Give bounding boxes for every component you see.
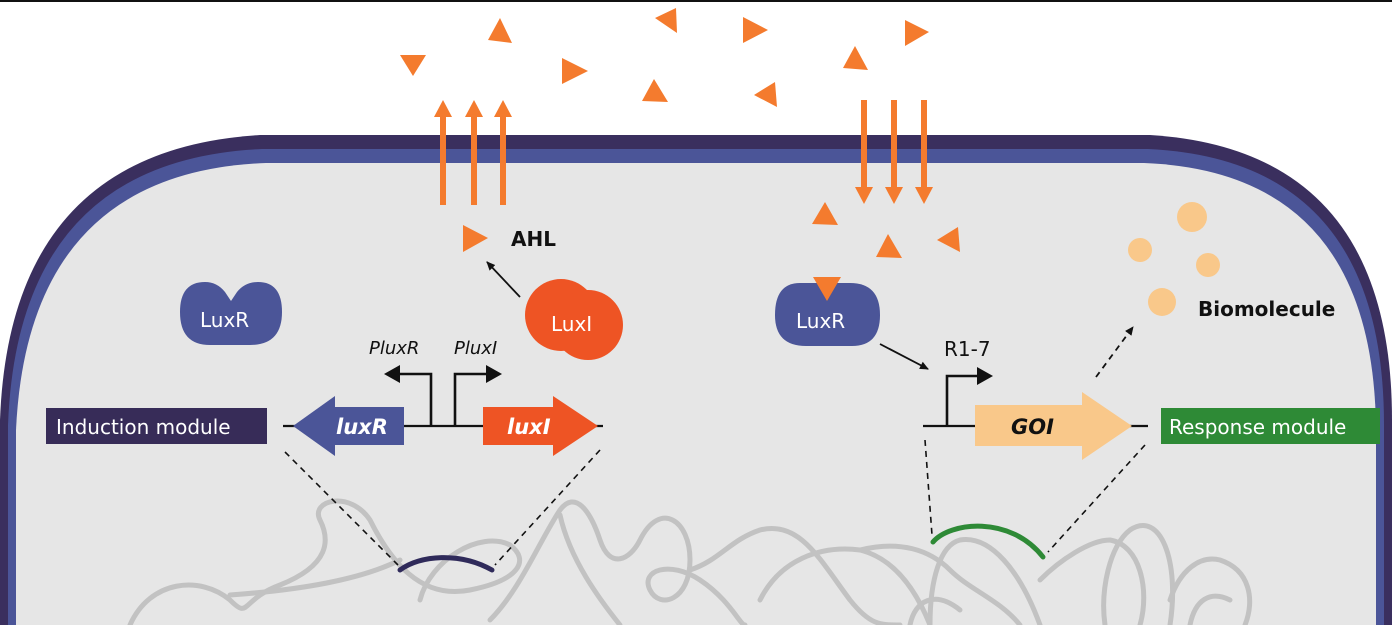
chromosome [127, 498, 1253, 628]
biomolecule-dot [1148, 288, 1176, 316]
induction-module-label: Induction module [56, 415, 231, 439]
ahl-import-arrows [855, 100, 933, 204]
goi-gene-label: GOI [1011, 415, 1054, 439]
luxr-protein-free: LuxR [180, 282, 282, 345]
export-arrow [494, 100, 512, 205]
extracellular-ahl [400, 8, 929, 107]
ahl-molecule [655, 8, 677, 33]
ahl-molecule [562, 58, 588, 84]
ahl-molecule [642, 79, 668, 102]
luxr-bound-label: LuxR [796, 309, 845, 333]
ahl-molecule [876, 234, 902, 258]
response-dna-segment [930, 523, 1046, 560]
import-arrow [855, 100, 873, 204]
luxi-blob [553, 290, 623, 360]
cytoplasm [16, 163, 1376, 625]
luxi-to-ahl-arrow [486, 261, 521, 298]
luxr-shape [180, 282, 282, 345]
promoter-pluxr-label: PluxR [369, 338, 419, 359]
response-module: R1-7 GOI Response module [923, 337, 1380, 460]
promoter-r17-label: R1-7 [944, 337, 991, 361]
luxi-gene-label: luxI [507, 415, 551, 439]
biomolecule-label: Biomolecule [1198, 297, 1335, 321]
induction-dna-segment [397, 555, 495, 573]
ahl-molecule [937, 227, 960, 252]
luxr-shape [775, 283, 880, 346]
induction-module-badge [46, 408, 267, 444]
ahl-molecule [488, 18, 512, 43]
luxi-protein-label: LuxI [551, 312, 592, 336]
import-arrow [885, 100, 903, 204]
biomolecules [1128, 202, 1220, 316]
promoter-pluxi [453, 372, 490, 426]
export-arrow [465, 100, 483, 205]
ahl-molecule [812, 202, 838, 225]
biomolecule-dot [1128, 238, 1152, 262]
response-module-label: Response module [1169, 415, 1346, 439]
luxr-gene-label: luxR [336, 415, 388, 439]
promoter-r17-arrowhead [977, 367, 993, 385]
ahl-molecule [843, 46, 868, 70]
zoom-line-induction-right [494, 449, 601, 566]
biomolecule-dot [1196, 253, 1220, 277]
luxi-gene [483, 396, 598, 456]
luxr-gene [293, 396, 404, 456]
top-border [0, 0, 1392, 2]
zoom-lines [284, 439, 1146, 566]
zoom-line-response-left [924, 439, 933, 536]
promoter-pluxr [396, 372, 433, 426]
luxr-protein-bound: LuxR [775, 277, 880, 346]
ahl-label: AHL [511, 227, 556, 251]
intracellular-ahl [812, 202, 960, 258]
ahl-legend-icon [463, 225, 488, 252]
induction-module: Induction module luxR luxI PluxR PluxI [46, 338, 603, 456]
luxr-to-promoter-arrow [879, 343, 929, 370]
ahl-export-arrows [434, 100, 512, 205]
promoter-pluxr-arrowhead [384, 365, 400, 383]
zoom-line-induction-left [284, 451, 399, 566]
ahl-molecule [743, 17, 768, 43]
ahl-molecule [754, 82, 777, 107]
promoter-pluxi-label: PluxI [454, 338, 497, 359]
promoter-pluxi-arrowhead [486, 365, 502, 383]
zoom-line-response-right [1047, 444, 1146, 553]
luxr-free-label: LuxR [200, 308, 249, 332]
ahl-molecule [905, 20, 929, 46]
ahl-molecule [400, 55, 426, 76]
bound-ahl-icon [813, 277, 841, 301]
promoter-r17 [945, 374, 980, 426]
luxi-protein: LuxI [525, 279, 623, 360]
goi-gene [975, 392, 1132, 460]
response-module-badge [1161, 408, 1380, 444]
export-arrow [434, 100, 452, 205]
import-arrow [915, 100, 933, 204]
biomolecule-dot [1177, 202, 1207, 232]
